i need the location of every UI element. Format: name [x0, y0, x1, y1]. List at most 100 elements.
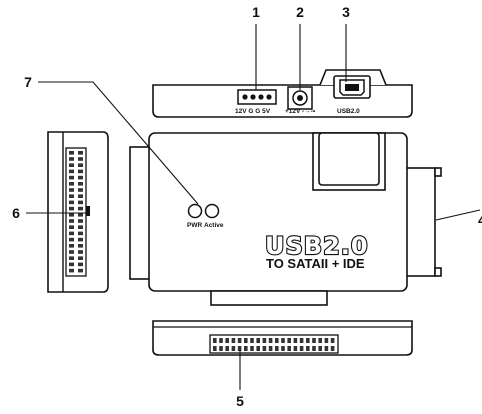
ide-pin [78, 250, 83, 254]
molex-power-connector [237, 89, 277, 105]
ide-pin [78, 182, 83, 186]
ide-pin [219, 346, 223, 351]
ide-pin [69, 250, 74, 254]
usb-b-port [339, 79, 365, 96]
ide-pin [262, 346, 267, 351]
ide-pin [330, 338, 335, 343]
ide-pin [293, 338, 298, 343]
ide-pin [69, 169, 74, 174]
ide-pin [78, 157, 83, 161]
ide-pin [69, 175, 74, 180]
callout-2: 2 [296, 4, 304, 20]
ide-pin [69, 231, 74, 236]
top-connector-panel [152, 69, 413, 118]
ide-pin [69, 237, 74, 242]
ide-pin [324, 338, 329, 343]
ide-pin [244, 346, 248, 351]
ide-pin [237, 346, 242, 351]
ide-pin [299, 346, 304, 351]
ide-pin [281, 338, 285, 343]
ide-pin [69, 163, 74, 167]
ide-pin [69, 188, 74, 192]
ide-pin [256, 346, 260, 351]
ide-pin [225, 346, 229, 351]
ide-pin [250, 338, 254, 343]
side-ide-pin-grid [69, 151, 83, 273]
ide-pin [69, 213, 74, 217]
ide-pin [299, 338, 304, 343]
ide-pin [78, 206, 83, 211]
ide-pin [69, 182, 74, 186]
ide-pin [78, 194, 83, 198]
dc-power-jack [287, 86, 313, 110]
callout-4: 4 [478, 212, 482, 228]
ide-pin [69, 157, 74, 161]
ide-pin [318, 338, 322, 343]
power-pin-label: 12V G G 5V [235, 108, 271, 115]
ide-pin [78, 219, 83, 223]
ide-pin [78, 225, 83, 229]
ide-pin [69, 225, 74, 229]
ide-pin [78, 213, 83, 217]
bottom-ide-connector [152, 320, 413, 356]
led-pwr-label: PWR [187, 222, 202, 229]
ide-pin [293, 346, 298, 351]
ide-pin [250, 346, 254, 351]
ide-pin [306, 338, 310, 343]
ide-pin [69, 206, 74, 211]
ide-pin [312, 346, 316, 351]
ide-pin [281, 346, 285, 351]
ide-pin [275, 346, 279, 351]
ide-pin [78, 256, 83, 260]
active-led-icon [204, 203, 220, 219]
ide-pin [262, 338, 267, 343]
leader-line-7 [38, 81, 199, 205]
ide-pin [69, 256, 74, 260]
ide-pin [237, 338, 242, 343]
ide-pin [78, 188, 83, 192]
ide-pin [78, 200, 83, 205]
ide-pin [244, 338, 248, 343]
ide-pin [78, 268, 83, 273]
ide-pin [318, 346, 322, 351]
ide-pin [268, 338, 273, 343]
ide-pin [69, 200, 74, 205]
bottom-ide-pin-grid [213, 338, 335, 351]
ide-pin [324, 346, 329, 351]
ide-pin [69, 262, 74, 267]
ide-pin [287, 338, 291, 343]
callout-1: 1 [252, 4, 260, 20]
ide-pin [78, 163, 83, 167]
ide-pin [69, 268, 74, 273]
ide-pin [275, 338, 279, 343]
adapter-main-body [129, 132, 442, 306]
ide-pin [231, 338, 236, 343]
ide-pin [287, 346, 291, 351]
ide-pin [78, 244, 83, 248]
ide-pin [69, 194, 74, 198]
ide-pin [256, 338, 260, 343]
ide-pin [78, 231, 83, 236]
ide-pin [225, 338, 229, 343]
ide-pin [330, 346, 335, 351]
ide-pin [213, 346, 217, 351]
ide-pin [78, 262, 83, 267]
ide-pin [306, 346, 310, 351]
callout-7: 7 [24, 74, 32, 90]
side-ide-connector [47, 131, 109, 293]
ide-pin [268, 346, 273, 351]
callout-6: 6 [12, 205, 20, 221]
leader-line-4 [435, 209, 481, 221]
pwr-led-icon [187, 203, 203, 219]
callout-3: 3 [342, 4, 350, 20]
usb-logo-text: USB2.0 [265, 232, 369, 260]
ide-pin [231, 346, 236, 351]
ide-pin [78, 175, 83, 180]
led-active-label: Active [204, 222, 224, 229]
ide-pin [69, 244, 74, 248]
ide-pin [213, 338, 217, 343]
ide-pin [78, 169, 83, 174]
ide-pin [69, 219, 74, 223]
logo-subtitle: TO SATAII + IDE [266, 256, 365, 271]
